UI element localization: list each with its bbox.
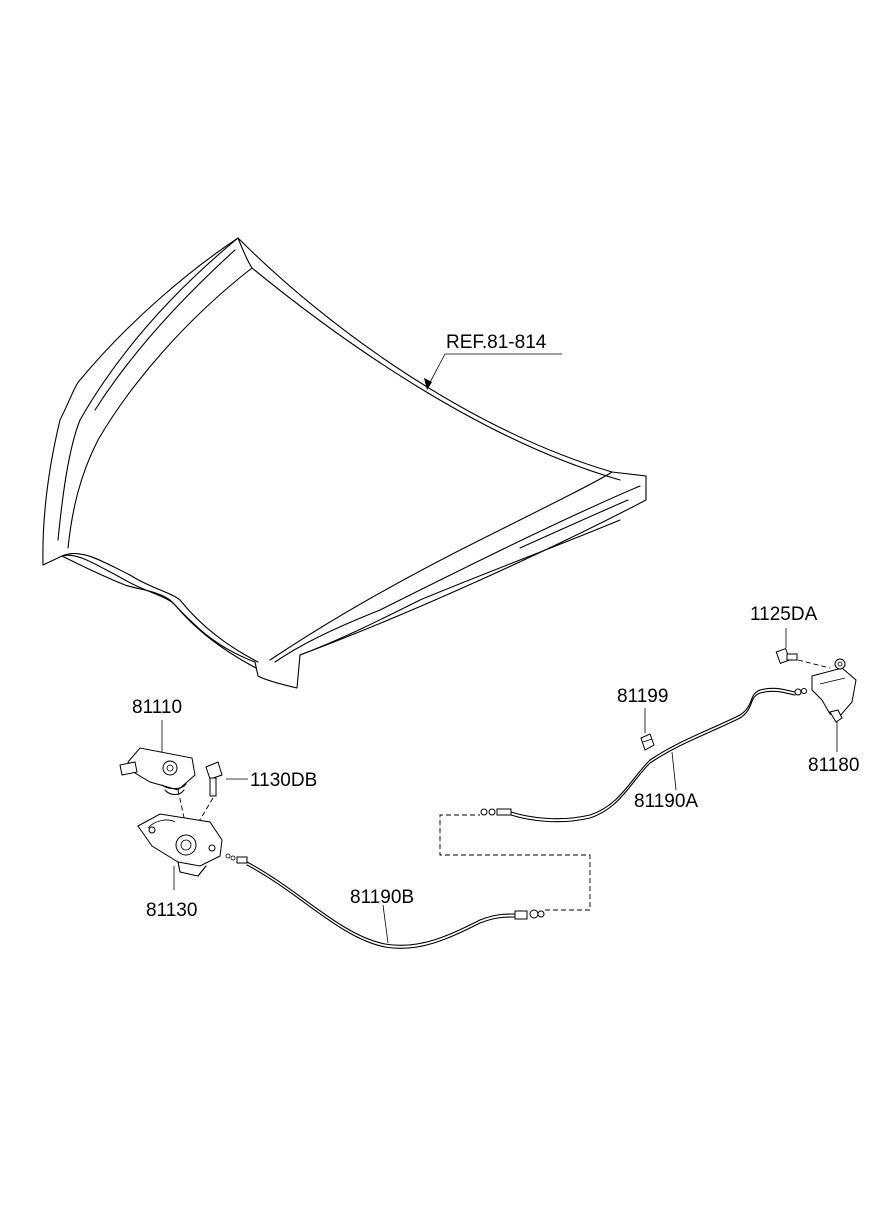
label-latch-bracket: 81110 bbox=[132, 697, 182, 718]
latch-assembly: 81130 bbox=[137, 813, 223, 921]
label-cable-b: 81190B bbox=[350, 887, 414, 908]
label-release-handle: 81180 bbox=[808, 755, 859, 776]
ref-callout: REF.81-814 bbox=[424, 332, 562, 390]
latch-bolt: 1130DB bbox=[205, 761, 317, 797]
label-clip: 81199 bbox=[617, 686, 668, 707]
cable-81190b: 81190B bbox=[225, 853, 545, 949]
latch-bracket: 81110 bbox=[119, 697, 196, 796]
leader-arrow-icon bbox=[424, 378, 432, 390]
cable-81190a: 81190A bbox=[480, 687, 807, 823]
label-hood-ref: REF.81-814 bbox=[446, 332, 547, 353]
label-latch-assy: 81130 bbox=[146, 900, 197, 921]
release-handle: 81180 bbox=[808, 658, 859, 776]
label-cable-a: 81190A bbox=[634, 791, 698, 812]
label-bolt-latch: 1130DB bbox=[250, 770, 317, 791]
cable-clip: 81199 bbox=[617, 686, 668, 751]
hood-panel bbox=[42, 237, 647, 689]
mount-guide-line bbox=[194, 797, 214, 829]
handle-bolt: 1125DA bbox=[750, 604, 831, 669]
label-bolt-handle: 1125DA bbox=[750, 604, 818, 625]
mount-guide-line bbox=[177, 789, 186, 823]
cable-connection-dashed-outline bbox=[439, 814, 591, 911]
